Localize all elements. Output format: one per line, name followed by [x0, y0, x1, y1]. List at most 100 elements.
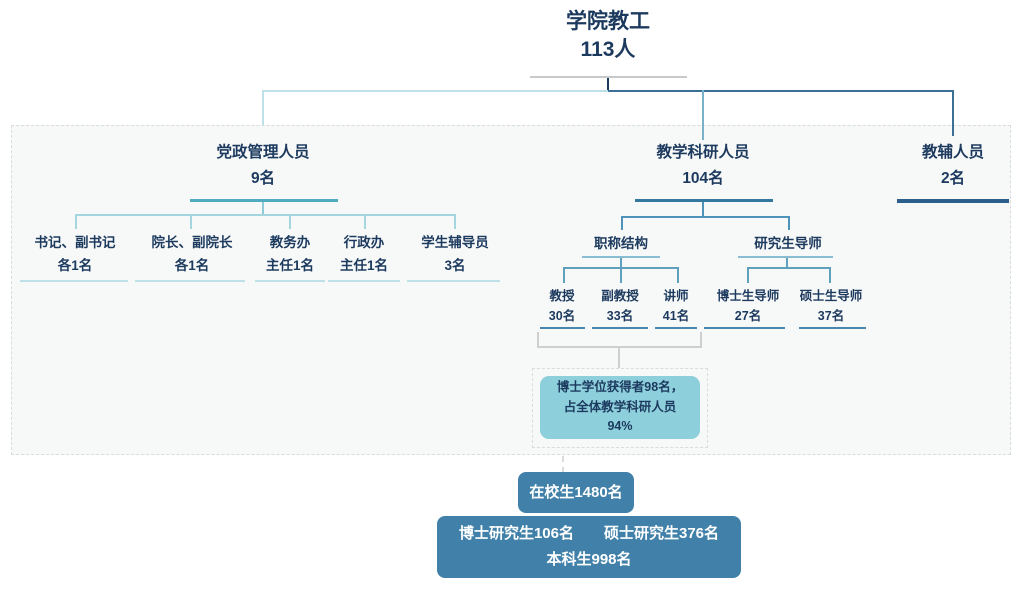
- branch-teaching-underline: [635, 199, 773, 202]
- phd-callout-line3: 94%: [607, 419, 633, 434]
- group-titles: 职称结构: [551, 234, 691, 254]
- admin-child-admin-office-count: 主任1名: [339, 258, 388, 273]
- admin-child-counselor-role: 学生辅导员: [421, 235, 489, 250]
- admin-child-drop-1: [75, 214, 77, 229]
- titles-child-underline-3: [655, 327, 697, 329]
- titles-child-assoc-professor: 副教授 33名: [580, 286, 660, 326]
- group-supervisors-label: 研究生导师: [754, 236, 822, 251]
- titles-child-lecturer: 讲师 41名: [636, 286, 716, 326]
- branch-support-underline: [897, 199, 1009, 203]
- admin-child-admin-office-role: 行政办: [343, 235, 385, 250]
- titles-child-drop-2: [620, 267, 622, 283]
- admin-child-underline-2: [135, 280, 245, 282]
- root-stub-line: [607, 78, 609, 91]
- students-doctoral-label: 博士研究生106名: [458, 525, 574, 542]
- titles-child-professor: 教授 30名: [522, 286, 602, 326]
- admin-child-dean: 院长、副院长 各1名: [131, 231, 253, 277]
- branch-teaching-count: 104名: [682, 170, 724, 187]
- titles-child-assoc-professor-count: 33名: [606, 309, 634, 323]
- admin-child-underline-4: [328, 280, 400, 282]
- admin-child-academic-office: 教务办 主任1名: [240, 231, 340, 277]
- supervisors-child-masters-count: 37名: [817, 309, 845, 323]
- admin-child-dean-role: 院长、副院长: [151, 235, 233, 250]
- titles-child-lecturer-role: 讲师: [663, 289, 689, 303]
- admin-child-underline-3: [255, 280, 325, 282]
- students-undergrad-label: 本科生998名: [546, 551, 632, 568]
- supervisors-child-underline-2: [799, 327, 866, 329]
- root-node: 学院教工 113人: [508, 8, 708, 64]
- group-supervisors: 研究生导师: [715, 234, 861, 254]
- students-total-label: 在校生1480名: [529, 483, 623, 501]
- connector-drop-teaching: [702, 90, 704, 140]
- supervisors-child-drop-1: [747, 267, 749, 283]
- admin-child-academic-office-role: 教务办: [269, 235, 311, 250]
- connector-drop-admin: [262, 90, 264, 140]
- phd-callout: 博士学位获得者98名， 占全体教学科研人员 94%: [540, 376, 700, 439]
- admin-child-drop-5: [454, 214, 456, 229]
- branch-admin: 党政管理人员 9名: [163, 140, 363, 192]
- supervisors-child-doctoral-role: 博士生导师: [716, 289, 780, 303]
- admin-stub: [262, 202, 264, 215]
- root-count: 113人: [580, 38, 636, 61]
- supervisors-children-line: [747, 267, 831, 269]
- admin-child-admin-office: 行政办 主任1名: [314, 231, 414, 277]
- students-total-box: 在校生1480名: [518, 472, 634, 513]
- admin-child-counselor: 学生辅导员 3名: [395, 231, 515, 277]
- teaching-group-drop-2: [788, 216, 790, 230]
- admin-child-secretary-role: 书记、副书记: [34, 235, 116, 250]
- branch-admin-title: 党政管理人员: [216, 144, 310, 161]
- admin-children-line: [75, 214, 456, 216]
- students-detail-box: 博士研究生106名 硕士研究生376名 本科生998名: [437, 516, 741, 578]
- admin-child-secretary: 书记、副书记 各1名: [14, 231, 136, 277]
- supervisors-child-drop-2: [829, 267, 831, 283]
- students-connector: [562, 456, 564, 473]
- supervisors-child-masters-role: 硕士生导师: [799, 289, 863, 303]
- admin-child-drop-2: [190, 214, 192, 229]
- titles-child-assoc-professor-role: 副教授: [601, 289, 639, 303]
- titles-child-drop-3: [677, 267, 679, 283]
- admin-child-underline-5: [407, 280, 500, 282]
- phd-callout-line1: 博士学位获得者98名，: [556, 380, 684, 395]
- bracket-left-tick: [537, 332, 539, 348]
- branch-teaching: 教学科研人员 104名: [603, 140, 803, 192]
- branch-support: 教辅人员 2名: [873, 140, 1024, 192]
- titles-child-professor-role: 教授: [549, 289, 575, 303]
- branch-support-title: 教辅人员: [921, 144, 984, 161]
- admin-child-counselor-count: 3名: [444, 258, 466, 273]
- group-supervisors-underline: [738, 256, 833, 258]
- supervisors-child-underline-1: [704, 327, 785, 329]
- students-masters-label: 硕士研究生376名: [604, 525, 720, 542]
- supervisors-child-doctoral-count: 27名: [734, 309, 762, 323]
- titles-child-lecturer-count: 41名: [662, 309, 690, 323]
- titles-child-underline-1: [540, 327, 585, 329]
- root-title: 学院教工: [566, 10, 650, 33]
- admin-child-drop-4: [364, 214, 366, 229]
- callout-dashed-frame: [532, 368, 708, 448]
- supervisors-stub: [786, 258, 788, 269]
- admin-child-secretary-count: 各1名: [57, 258, 93, 273]
- connector-top-left: [262, 90, 608, 92]
- branch-admin-count: 9名: [250, 170, 276, 187]
- teaching-groups-line: [621, 216, 790, 218]
- phd-callout-line2: 占全体教学科研人员: [563, 399, 677, 414]
- admin-child-underline-1: [20, 280, 128, 282]
- teaching-group-drop-1: [621, 216, 623, 230]
- students-detail-line1: 博士研究生106名 硕士研究生376名: [459, 521, 719, 547]
- bracket-center-drop: [618, 348, 620, 368]
- connector-top-right: [608, 90, 954, 92]
- bracket-line: [537, 346, 702, 348]
- admin-child-dean-count: 各1名: [174, 258, 210, 273]
- titles-stub: [620, 258, 622, 269]
- branch-admin-underline: [190, 199, 338, 202]
- connector-drop-support: [952, 90, 954, 136]
- supervisors-child-masters: 硕士生导师 37名: [777, 286, 885, 326]
- titles-child-professor-count: 30名: [548, 309, 576, 323]
- bracket-right-tick: [700, 332, 702, 348]
- titles-child-drop-1: [563, 267, 565, 283]
- staff-panel: [11, 125, 1011, 455]
- teaching-stub: [702, 202, 704, 216]
- branch-teaching-title: 教学科研人员: [656, 144, 750, 161]
- group-titles-underline: [582, 256, 660, 258]
- branch-support-count: 2名: [940, 170, 966, 187]
